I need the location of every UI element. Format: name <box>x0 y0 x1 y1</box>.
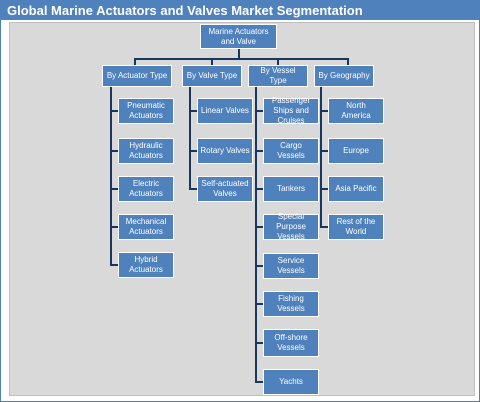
connector-stub <box>255 110 263 112</box>
category-valve-type: By Valve Type <box>182 65 242 87</box>
category-actuator-type: By Actuator Type <box>102 65 172 87</box>
connector-stub <box>320 188 328 190</box>
connector-cat4-down <box>347 58 349 68</box>
connector-cat2-down <box>211 58 213 68</box>
geo-item-rest-of-world: Rest of the World <box>328 214 384 240</box>
connector-root-down <box>238 47 240 59</box>
connector-stub <box>255 303 263 305</box>
connector-stub <box>255 381 263 383</box>
actuator-item-mechanical: Mechanical Actuators <box>118 214 174 240</box>
geo-item-europe: Europe <box>328 138 384 164</box>
connector-stub <box>320 226 328 228</box>
geo-item-north-america: North America <box>328 98 384 124</box>
connector-cat3-down <box>277 58 279 68</box>
connector-stub <box>110 150 118 152</box>
connector-stub <box>110 226 118 228</box>
vessel-item-service: Service Vessels <box>263 253 319 279</box>
connector-stub <box>255 226 263 228</box>
connector-actuator-trunk <box>110 87 112 266</box>
connector-stub <box>110 188 118 190</box>
vessel-item-special-purpose: Special Purpose Vessels <box>263 212 319 241</box>
connector-stub <box>320 110 328 112</box>
category-vessel-type: By Vessel Type <box>248 65 308 87</box>
geo-item-asia-pacific: Asia Pacific <box>328 176 384 202</box>
connector-cat1-down <box>134 58 136 68</box>
connector-geo-trunk <box>320 87 322 228</box>
connector-vessel-trunk <box>255 87 257 383</box>
vessel-item-fishing: Fishing Vessels <box>263 291 319 317</box>
root-node: Marine Actuators and Valve <box>200 24 277 49</box>
connector-valve-trunk <box>189 87 191 190</box>
valve-item-linear: Linear Valves <box>197 98 253 124</box>
connector-stub <box>110 264 118 266</box>
connector-stub <box>255 188 263 190</box>
connector-stub <box>255 150 263 152</box>
vessel-item-tankers: Tankers <box>263 176 319 202</box>
valve-item-self-actuated: Self-actuated Valves <box>197 176 253 202</box>
actuator-item-pneumatic: Pneumatic Actuators <box>118 98 174 124</box>
connector-stub <box>189 150 197 152</box>
connector-stub <box>189 188 197 190</box>
vessel-item-offshore: Off-shore Vessels <box>263 329 319 357</box>
connector-stub <box>255 342 263 344</box>
vessel-item-yachts: Yachts <box>263 369 319 395</box>
category-geography: By Geography <box>314 65 374 87</box>
connector-stub <box>320 150 328 152</box>
actuator-item-hydraulic: Hydraulic Actuators <box>118 138 174 164</box>
valve-item-rotary: Rotary Valves <box>197 138 253 164</box>
vessel-item-passenger: Passenger Ships and Cruises <box>263 96 319 125</box>
actuator-item-hybrid: Hybrid Actuators <box>118 252 174 278</box>
diagram-canvas: Marine Actuators and Valve By Actuator T… <box>9 22 475 396</box>
connector-stub <box>255 265 263 267</box>
actuator-item-electric: Electric Actuators <box>118 176 174 202</box>
connector-horizontal-bar <box>134 58 349 60</box>
connector-stub <box>110 110 118 112</box>
page-title: Global Marine Actuators and Valves Marke… <box>7 3 363 18</box>
vessel-item-cargo: Cargo Vessels <box>263 138 319 164</box>
connector-stub <box>189 110 197 112</box>
title-bar: Global Marine Actuators and Valves Marke… <box>1 1 479 20</box>
